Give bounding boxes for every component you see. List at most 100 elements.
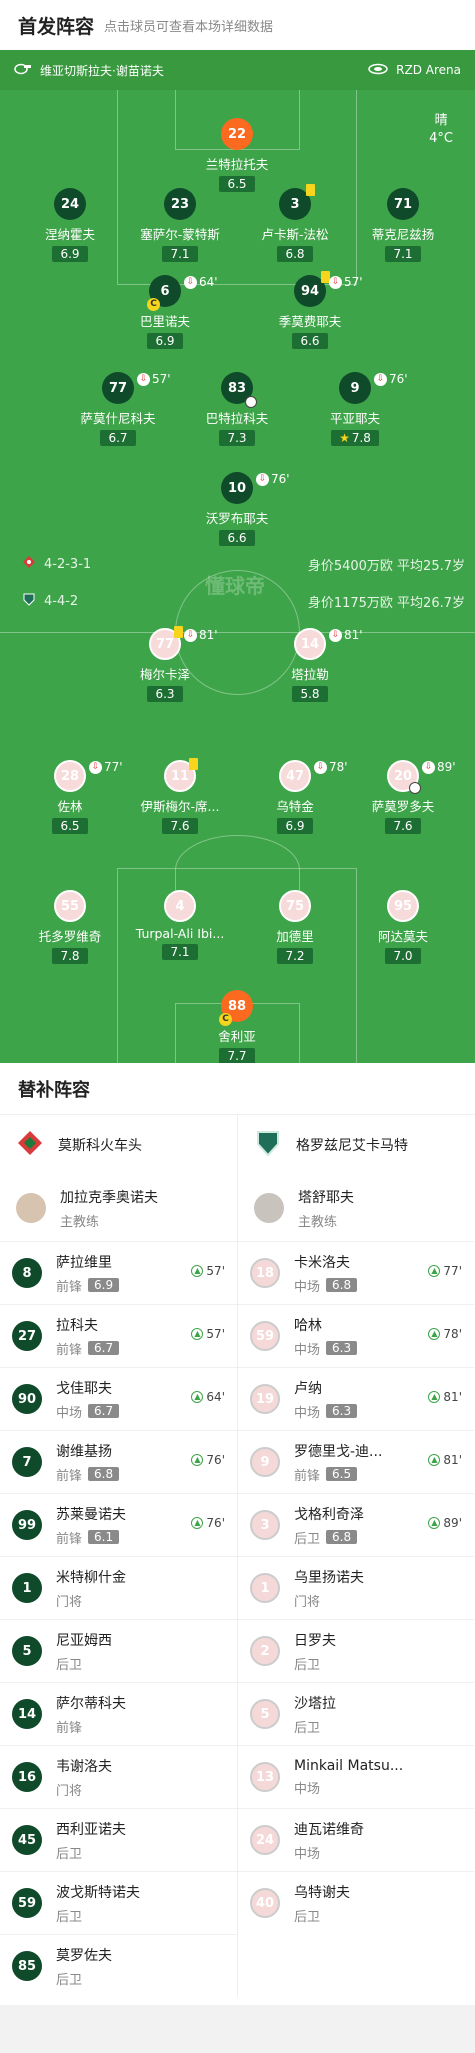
home-player-9[interactable]: 9⇩76'平亚耶夫★7.8 xyxy=(290,372,420,446)
rating-value: 6.9 xyxy=(60,247,80,261)
sub-position: 中场 xyxy=(294,1846,321,1862)
player-name: Turpal-Ali Ibi... xyxy=(135,926,225,941)
jersey-number: 11 xyxy=(164,758,198,792)
yellow-card-icon xyxy=(189,758,198,770)
player-rating: 7.8 xyxy=(52,948,88,964)
sub-player-name: 沙塔拉 xyxy=(294,1695,336,1712)
player-rating: 7.1 xyxy=(162,246,198,262)
sub-position: 门将 xyxy=(294,1594,321,1610)
sub-player-name: 尼亚姆西 xyxy=(56,1632,112,1649)
sub-rating: 6.3 xyxy=(326,1341,358,1355)
sub-on-icon: ▲ xyxy=(428,1454,441,1466)
sub-position: 后卫 xyxy=(56,1909,83,1925)
sub-on-time: 81' xyxy=(443,1453,462,1467)
player-rating: 6.7 xyxy=(100,430,136,446)
sub-on-icon: ▲ xyxy=(428,1265,441,1277)
sub-off-time: 76' xyxy=(271,472,290,486)
sub-on-icon: ▲ xyxy=(191,1391,204,1403)
home-coach-row[interactable]: 加拉克季奥诺夫 主教练 xyxy=(0,1175,237,1241)
away-team-name: 格罗兹尼艾卡马特 xyxy=(296,1138,408,1154)
jersey-number: 28 xyxy=(54,760,86,792)
away-team-crest-icon xyxy=(22,592,36,610)
sub-off-icon: ⇩ xyxy=(184,276,197,289)
sub-on-time: 77' xyxy=(443,1264,462,1278)
player-rating: 6.9 xyxy=(52,246,88,262)
away-team-row[interactable]: 格罗兹尼艾卡马特 xyxy=(238,1115,474,1175)
sub-position: 前锋 xyxy=(56,1279,83,1295)
footer-spacer xyxy=(0,2005,475,2053)
sub-off-time: 89' xyxy=(437,760,456,774)
sub-on-minute: ▲81' xyxy=(428,1390,462,1404)
jersey-number: 20 xyxy=(387,760,421,794)
player-rating: 5.8 xyxy=(292,686,328,702)
sub-on-minute: ▲57' xyxy=(191,1264,225,1278)
player-rating: 7.1 xyxy=(162,944,198,960)
sub-on-minute: ▲76' xyxy=(191,1516,225,1530)
jersey-number: 77 xyxy=(149,626,183,660)
home-team-crest-icon xyxy=(22,555,36,573)
weather-condition: 晴 xyxy=(434,113,448,128)
sub-off-icon: ⇩ xyxy=(314,761,327,774)
sub-player-name: 戈佳耶夫 xyxy=(56,1380,112,1397)
away-coach-row[interactable]: 塔舒耶夫 主教练 xyxy=(238,1175,474,1241)
sub-off-icon: ⇩ xyxy=(329,629,342,642)
sub-off-time: 76' xyxy=(389,372,408,386)
home-team-row[interactable]: 莫斯科火车头 xyxy=(0,1115,237,1175)
sub-on-time: 89' xyxy=(443,1516,462,1530)
sub-off-icon: ⇩ xyxy=(256,473,269,486)
sub-on-minute: ▲78' xyxy=(428,1327,462,1341)
sub-off-time: 78' xyxy=(329,760,348,774)
sub-player-name: 苏莱曼诺夫 xyxy=(56,1506,126,1523)
sub-rating: 6.8 xyxy=(326,1278,358,1292)
sub-off-icon: ⇩ xyxy=(374,373,387,386)
sub-jersey-number: 19 xyxy=(250,1384,280,1414)
sub-on-icon: ▲ xyxy=(191,1454,204,1466)
yellow-card-icon xyxy=(321,271,330,283)
jersey-number: 47 xyxy=(279,760,311,792)
